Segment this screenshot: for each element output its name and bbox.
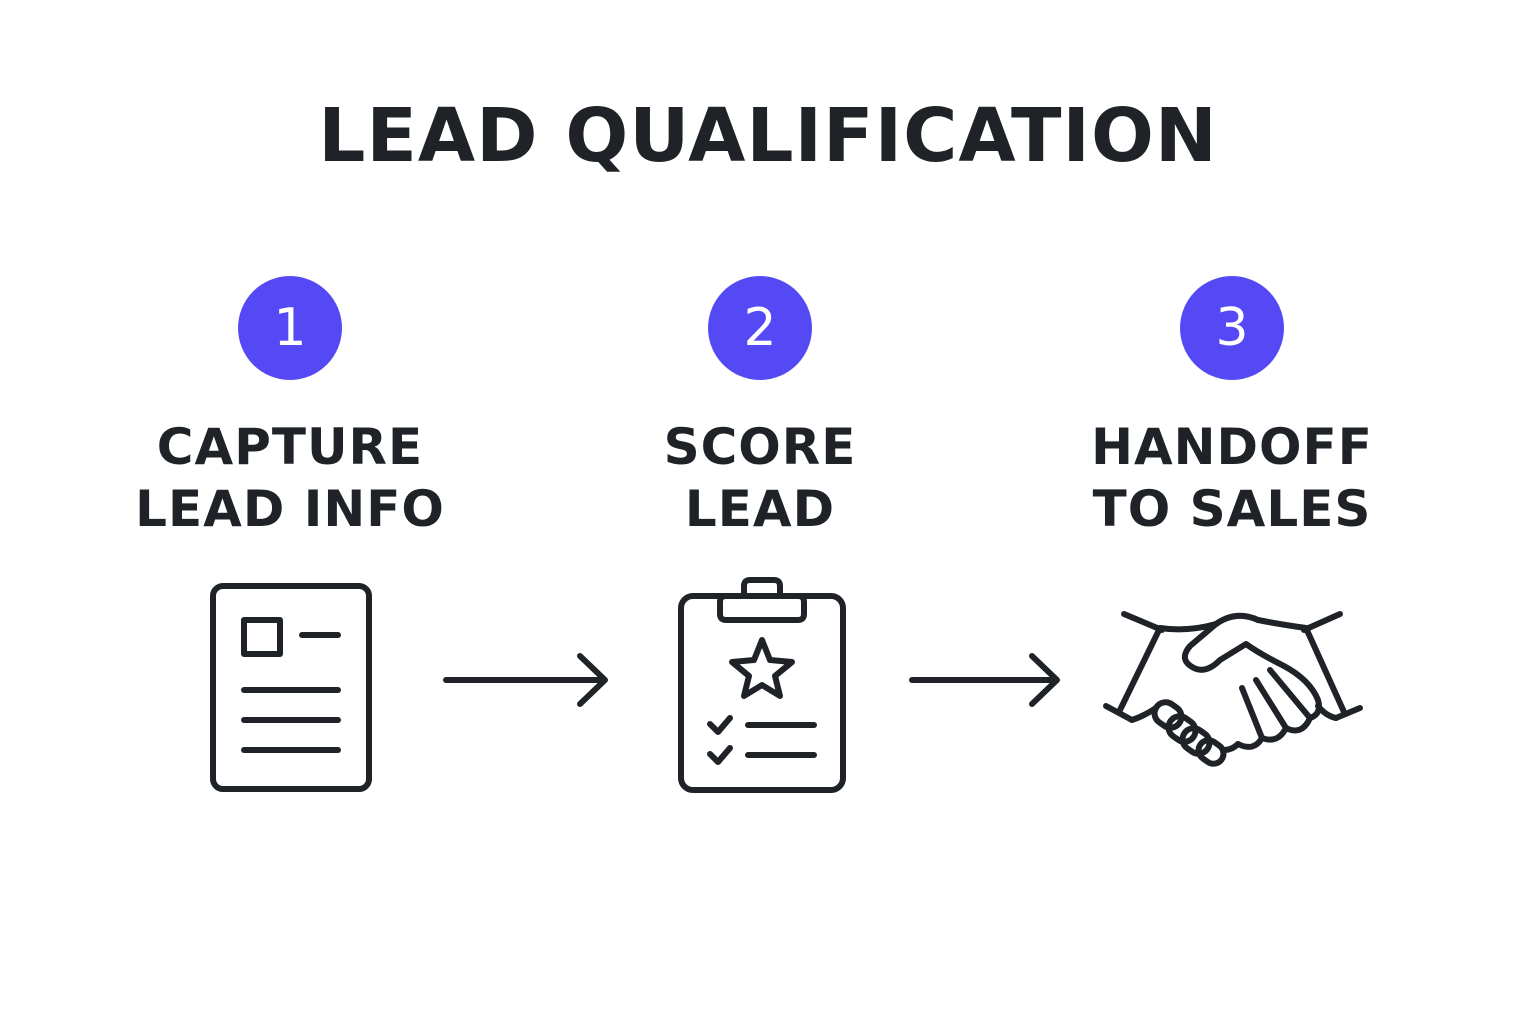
step-number-badge: 2	[708, 276, 812, 380]
step-number-badge: 1	[238, 276, 342, 380]
document-form-icon	[210, 583, 372, 792]
step-score: 2 SCORE LEAD	[580, 276, 940, 540]
step-label-line: LEAD INFO	[135, 480, 445, 538]
step-label: CAPTURE LEAD INFO	[110, 416, 470, 540]
step-label: SCORE LEAD	[580, 416, 940, 540]
arrow-right-icon	[909, 653, 1060, 707]
step-number-badge: 3	[1180, 276, 1284, 380]
arrow-right-icon	[443, 653, 608, 707]
step-label: HANDOFF TO SALES	[1052, 416, 1412, 540]
step-label-line: LEAD	[684, 480, 836, 538]
step-label-line: SCORE	[663, 418, 857, 476]
step-capture: 1 CAPTURE LEAD INFO	[110, 276, 470, 540]
step-handoff: 3 HANDOFF TO SALES	[1052, 276, 1412, 540]
step-label-line: HANDOFF	[1091, 418, 1373, 476]
diagram-title: LEAD QUALIFICATION	[318, 93, 1218, 179]
step-label-line: CAPTURE	[156, 418, 424, 476]
clipboard-star-checklist-icon	[678, 577, 846, 793]
step-label-line: TO SALES	[1092, 480, 1372, 538]
handshake-icon	[1103, 611, 1363, 767]
